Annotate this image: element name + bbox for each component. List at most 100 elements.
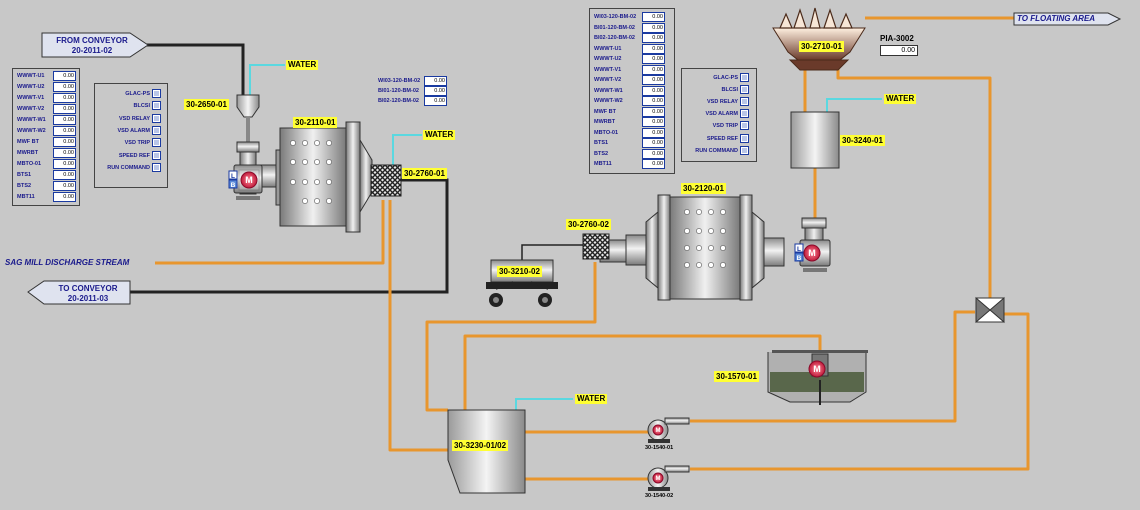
value-row-readout[interactable]: 0.00 [642,12,665,22]
tag-sump[interactable]: 30-3230-01/02 [452,440,509,451]
value-row-readout[interactable]: 0.00 [642,33,665,43]
to-floating-area-label[interactable]: TO FLOATING AREA [1017,14,1096,23]
value-row-readout[interactable]: 0.00 [642,75,665,85]
tag-ball-mill[interactable]: 30-2120-01 [681,183,726,194]
status-row: VSD ALARM [682,109,756,119]
motor-letter: M [808,248,816,258]
value-row-readout[interactable]: 0.00 [424,76,447,86]
status-row: VSD RELAY [95,113,167,124]
tag-screen2[interactable]: 30-2760-02 [566,219,611,230]
value-row-readout[interactable]: 0.00 [53,126,76,136]
value-row-readout[interactable]: 0.00 [53,115,76,125]
pia-value[interactable]: 0.00 [880,45,918,56]
water-label: WATER [286,60,319,70]
status-indicator-checkbox[interactable] [152,113,161,123]
value-row-label: MBT11 [594,161,612,167]
local-remote-indicator[interactable]: L B [228,170,238,189]
value-row-readout[interactable]: 0.00 [642,117,665,127]
value-row: WWWT-V1 0.00 [590,64,674,75]
to-floating-arrow[interactable] [1013,12,1122,26]
to-conveyor-line1: TO CONVEYOR [58,284,118,293]
tag-sag-mill[interactable]: 30-2110-01 [293,117,338,128]
status-row-label: VSD RELAY [707,99,738,106]
to-conveyor-label[interactable]: TO CONVEYOR 20-2011-03 [40,283,136,305]
from-conveyor-label[interactable]: FROM CONVEYOR 20-2011-02 [44,35,140,57]
motor-icon[interactable]: M [652,424,664,436]
value-row-readout[interactable]: 0.00 [53,137,76,147]
value-row-readout[interactable]: 0.00 [53,148,76,158]
status-row: RUN COMMAND [682,145,756,156]
local-remote-indicator[interactable]: L B [794,243,804,262]
sag-mill-discharge-label: SAG MILL DISCHARGE STREAM [5,258,130,267]
motor-icon[interactable]: M [652,472,664,484]
value-row-label: WI03-120-BM-02 [378,78,421,84]
tag-pump2[interactable]: 30-1540-02 [645,493,674,499]
value-row-readout[interactable]: 0.00 [53,104,76,114]
value-row-readout[interactable]: 0.00 [424,86,447,96]
status-row-label: VSD ALARM [117,127,151,134]
motor-icon[interactable]: M [803,244,821,262]
value-row-readout[interactable]: 0.00 [642,138,665,148]
status-indicator-checkbox[interactable] [152,162,161,172]
value-row-readout[interactable]: 0.00 [53,82,76,92]
status-row: GLAC-PS [682,73,756,83]
value-row-readout[interactable]: 0.00 [642,127,665,138]
tag-cart[interactable]: 30-3210-02 [497,266,542,277]
value-row-label: WWWT-W2 [594,98,623,104]
indicator-l: L [231,173,235,180]
tag-tank[interactable]: 30-3240-01 [840,135,885,146]
status-indicator-checkbox[interactable] [740,145,749,155]
status-indicator-checkbox[interactable] [152,89,161,98]
status-indicator-checkbox[interactable] [152,125,161,135]
status-indicator-checkbox[interactable] [740,73,749,82]
status-indicator-checkbox[interactable] [740,109,749,119]
value-row-readout[interactable]: 0.00 [53,159,76,169]
value-row-readout[interactable]: 0.00 [53,170,76,180]
tag-screen1[interactable]: 30-2760-01 [402,168,447,179]
status-indicator-checkbox[interactable] [152,138,161,148]
motor-icon[interactable]: M [238,169,260,191]
tag-thickener[interactable]: 30-1570-01 [714,371,759,382]
status-indicator-checkbox[interactable] [740,133,749,143]
value-row-readout[interactable]: 0.00 [642,159,665,169]
value-row-readout[interactable]: 0.00 [53,192,76,202]
status-row-label: RUN COMMAND [107,164,150,171]
status-indicator-checkbox[interactable] [740,97,749,107]
value-row-readout[interactable]: 0.00 [642,106,665,117]
value-row-readout[interactable]: 0.00 [53,181,76,191]
tag-cyclone[interactable]: 30-2710-01 [799,41,844,52]
status-indicator-checkbox[interactable] [152,101,161,111]
value-row-readout[interactable]: 0.00 [53,93,76,103]
indicator-l: L [797,246,801,253]
tag-pump1[interactable]: 30-1540-01 [645,445,674,451]
value-row-readout[interactable]: 0.00 [642,43,665,54]
value-row-readout[interactable]: 0.00 [642,54,665,64]
value-row-readout[interactable]: 0.00 [642,85,665,96]
value-row-label: BTS1 [594,140,609,146]
screen-30-2760-02 [582,233,610,260]
value-row-readout[interactable]: 0.00 [642,64,665,75]
value-row-readout[interactable]: 0.00 [642,96,665,106]
value-row-readout[interactable]: 0.00 [642,148,665,159]
ball-mill [599,194,785,301]
value-row-readout[interactable]: 0.00 [642,22,665,33]
status-row-label: GLAC-PS [125,91,150,97]
from-conveyor-arrow[interactable] [41,32,149,58]
value-row-readout[interactable]: 0.00 [53,71,76,81]
motor-icon[interactable]: M [808,360,826,378]
status-indicator-checkbox[interactable] [152,150,161,160]
value-row-readout[interactable]: 0.00 [424,96,447,106]
tag-feeder[interactable]: 30-2650-01 [184,99,229,110]
status-indicator-checkbox[interactable] [740,85,749,95]
status-indicator-checkbox[interactable] [740,121,749,131]
value-row-label: WWWT-V1 [594,66,622,73]
to-conveyor-arrow[interactable] [27,280,131,305]
